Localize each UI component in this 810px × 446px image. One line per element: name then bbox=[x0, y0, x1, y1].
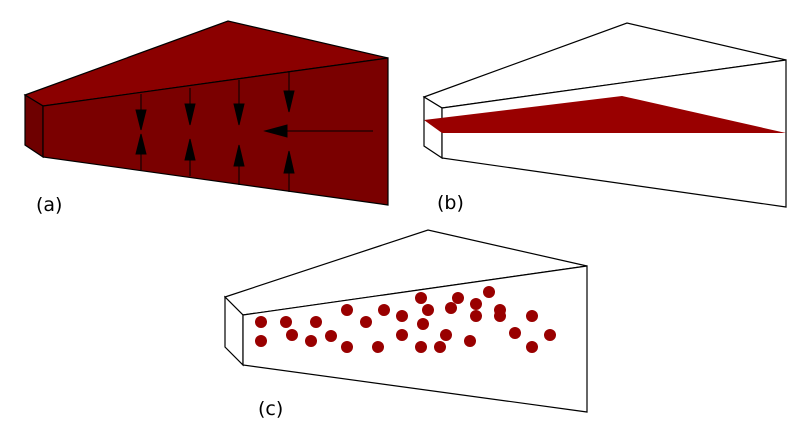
panel-b-wedge bbox=[422, 22, 787, 208]
arrow-down-icon bbox=[135, 109, 147, 131]
particle-dot bbox=[415, 341, 427, 353]
particle-dot bbox=[360, 316, 372, 328]
particle-dot bbox=[341, 341, 353, 353]
particle-dot bbox=[544, 329, 556, 341]
panel-a-front-face bbox=[42, 57, 389, 206]
particle-dot bbox=[280, 316, 292, 328]
particle-dot bbox=[396, 310, 408, 322]
particle-dot bbox=[286, 329, 298, 341]
particle-dot bbox=[417, 318, 429, 330]
panel-b-front-face bbox=[441, 59, 787, 208]
particle-dot bbox=[440, 329, 452, 341]
particle-dot bbox=[341, 304, 353, 316]
particle-dot bbox=[325, 330, 337, 342]
panel-a-label: (a) bbox=[36, 194, 62, 216]
particle-dot bbox=[255, 335, 267, 347]
panel-b-label: (b) bbox=[437, 192, 464, 214]
panel-c-wedge bbox=[223, 229, 588, 413]
particle-dot bbox=[470, 298, 482, 310]
particle-dot bbox=[310, 316, 322, 328]
particle-dot bbox=[470, 310, 482, 322]
particle-dot bbox=[372, 341, 384, 353]
arrow-up-icon bbox=[283, 150, 295, 174]
arrow-up-icon bbox=[233, 144, 245, 167]
panel-c-front-face bbox=[242, 265, 588, 413]
particle-dot bbox=[378, 304, 390, 316]
particle-dot bbox=[526, 310, 538, 322]
particle-dot bbox=[483, 286, 495, 298]
particle-dot bbox=[305, 335, 317, 347]
panel-a-side-face bbox=[24, 93, 44, 159]
arrow-left-icon bbox=[263, 124, 288, 138]
particle-dot bbox=[445, 302, 457, 314]
particle-dot bbox=[464, 335, 476, 347]
particle-dot bbox=[415, 292, 427, 304]
panel-a-compression-arrows bbox=[135, 72, 373, 192]
particle-dot bbox=[494, 310, 506, 322]
arrow-up-icon bbox=[135, 133, 147, 155]
arrow-up-icon bbox=[184, 138, 196, 161]
panel-b-failure-band bbox=[424, 96, 786, 133]
particle-dot bbox=[509, 327, 521, 339]
panel-a-wedge bbox=[23, 20, 389, 206]
particle-dot bbox=[396, 329, 408, 341]
arrow-down-icon bbox=[233, 103, 245, 126]
arrow-down-icon bbox=[283, 90, 295, 113]
arrow-down-icon bbox=[184, 103, 196, 126]
particle-dot bbox=[452, 292, 464, 304]
particle-dot bbox=[434, 341, 446, 353]
particle-dot bbox=[422, 304, 434, 316]
particle-dot bbox=[255, 316, 267, 328]
particle-dot bbox=[526, 341, 538, 353]
panel-c-label: (c) bbox=[258, 398, 283, 420]
panel-c-particles bbox=[255, 286, 556, 353]
